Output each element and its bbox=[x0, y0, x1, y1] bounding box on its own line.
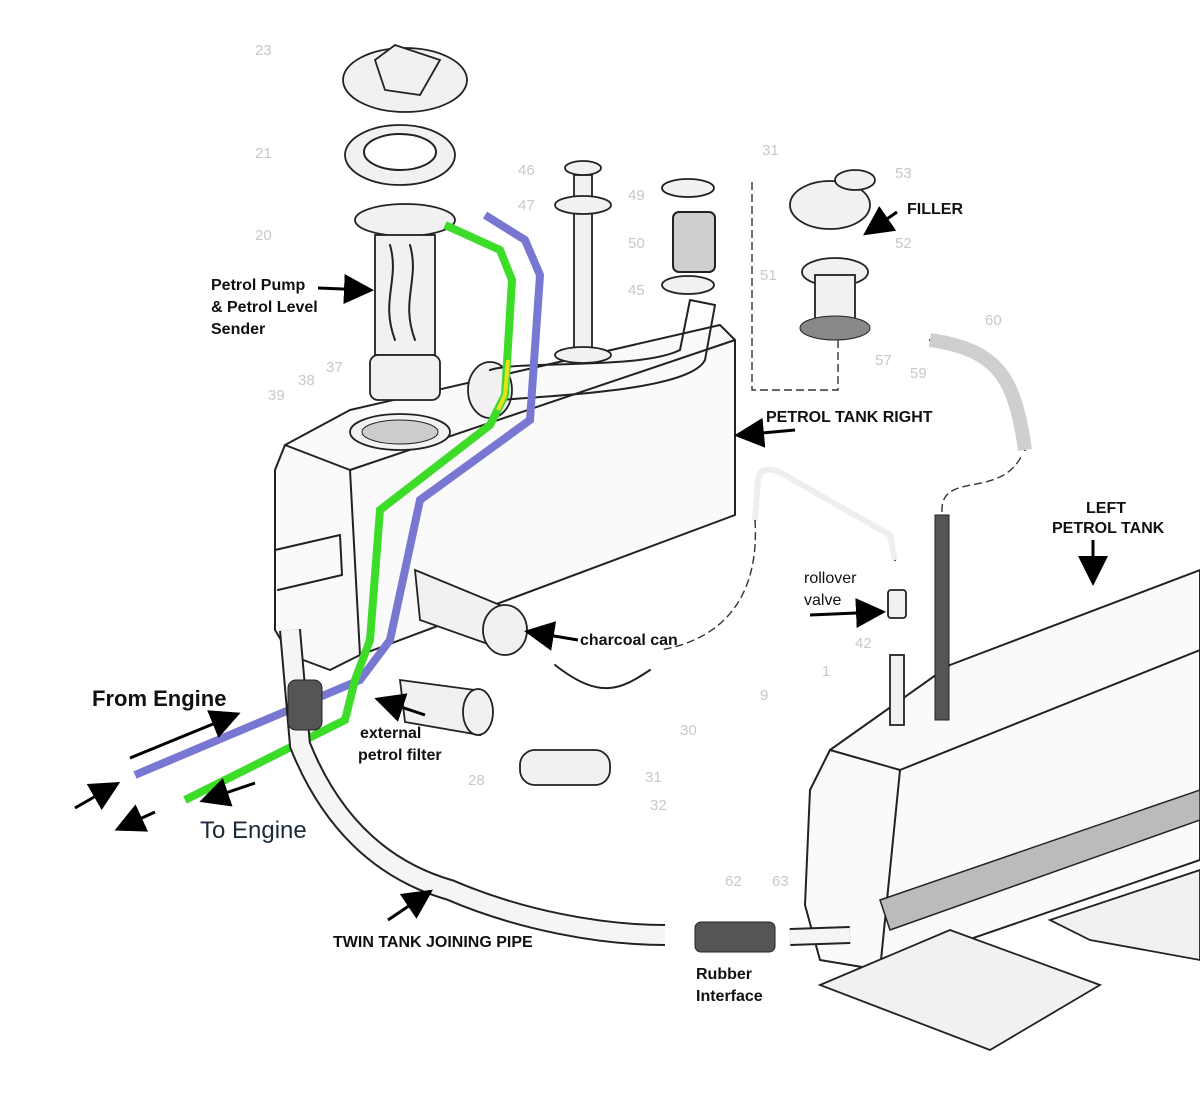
label-rollover: rollover bbox=[804, 570, 857, 587]
svg-text:30: 30 bbox=[680, 722, 697, 739]
twin-tank-joining-pipe bbox=[279, 629, 851, 953]
svg-text:1: 1 bbox=[822, 663, 830, 680]
left-petrol-tank bbox=[804, 454, 1200, 1051]
label-pump: Petrol Pump bbox=[211, 277, 305, 294]
labels: Petrol Pump & Petrol Level Sender FILLER… bbox=[92, 201, 1165, 1005]
svg-text:53: 53 bbox=[895, 165, 912, 182]
svg-text:42: 42 bbox=[855, 635, 872, 652]
svg-text:59: 59 bbox=[910, 365, 927, 382]
svg-text:PETROL TANK: PETROL TANK bbox=[1052, 520, 1165, 537]
label-filler: FILLER bbox=[907, 201, 963, 218]
fuel-lines bbox=[133, 211, 545, 804]
label-charcoal: charcoal can bbox=[580, 632, 678, 649]
charcoal-can bbox=[413, 568, 651, 690]
svg-text:9: 9 bbox=[760, 687, 768, 704]
svg-text:45: 45 bbox=[628, 282, 645, 299]
svg-text:63: 63 bbox=[772, 873, 789, 890]
svg-text:38: 38 bbox=[298, 372, 315, 389]
label-rubber: Rubber bbox=[696, 966, 752, 983]
svg-text:37: 37 bbox=[326, 359, 343, 376]
callout-arrows bbox=[74, 206, 1108, 922]
svg-text:& Petrol Level: & Petrol Level bbox=[211, 299, 318, 316]
svg-text:23: 23 bbox=[255, 42, 272, 59]
svg-text:31: 31 bbox=[645, 769, 662, 786]
svg-text:46: 46 bbox=[518, 162, 535, 179]
label-to-engine: To Engine bbox=[200, 817, 307, 844]
svg-text:32: 32 bbox=[650, 797, 667, 814]
svg-text:31: 31 bbox=[762, 142, 779, 159]
svg-text:51: 51 bbox=[760, 267, 777, 284]
feed-line bbox=[183, 221, 517, 804]
svg-text:50: 50 bbox=[628, 235, 645, 252]
label-filter: external bbox=[360, 725, 421, 742]
svg-text:52: 52 bbox=[895, 235, 912, 252]
svg-text:petrol filter: petrol filter bbox=[358, 747, 442, 764]
svg-text:Interface: Interface bbox=[696, 988, 763, 1005]
svg-text:valve: valve bbox=[804, 592, 841, 609]
svg-text:60: 60 bbox=[985, 312, 1002, 329]
svg-text:57: 57 bbox=[875, 352, 892, 369]
svg-text:Sender: Sender bbox=[211, 321, 265, 338]
external-filter bbox=[398, 678, 611, 786]
rollover-valve bbox=[659, 466, 907, 651]
svg-text:21: 21 bbox=[255, 145, 272, 162]
filler-assembly bbox=[751, 169, 1032, 451]
label-from-engine: From Engine bbox=[92, 686, 226, 711]
petrol-pump-assembly bbox=[342, 43, 468, 401]
label-joining-pipe: TWIN TANK JOINING PIPE bbox=[333, 934, 533, 951]
svg-text:62: 62 bbox=[725, 873, 742, 890]
svg-text:28: 28 bbox=[468, 772, 485, 789]
svg-text:39: 39 bbox=[268, 387, 285, 404]
svg-text:49: 49 bbox=[628, 187, 645, 204]
right-petrol-tank bbox=[274, 160, 736, 671]
svg-text:47: 47 bbox=[518, 197, 535, 214]
label-tank-left: LEFT bbox=[1086, 500, 1126, 517]
svg-text:20: 20 bbox=[255, 227, 272, 244]
return-line bbox=[133, 211, 545, 779]
part-numbers: 23 21 20 46 47 49 50 45 31 53 52 51 57 5… bbox=[255, 42, 1002, 890]
label-tank-right: PETROL TANK RIGHT bbox=[766, 409, 933, 426]
